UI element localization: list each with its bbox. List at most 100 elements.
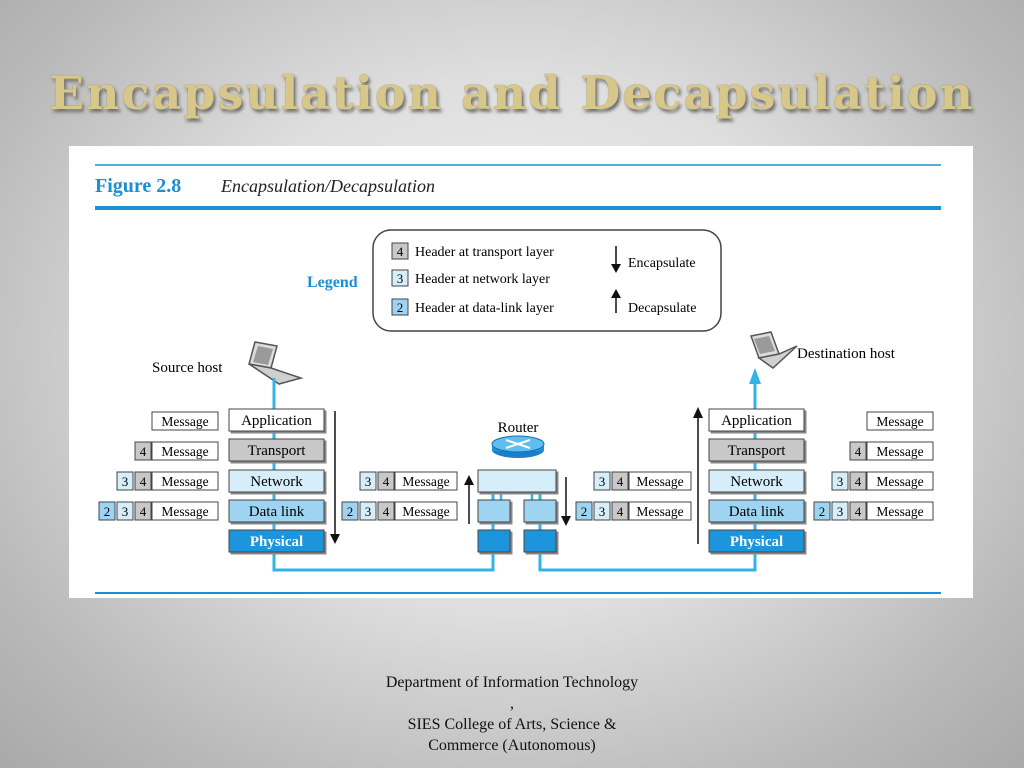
router-datalink-in: [477, 499, 511, 523]
destination-layer-transport: Transport: [708, 438, 805, 462]
destination-layer-stack: Application Transport Network Data link …: [708, 408, 805, 553]
legend-badge-4: [391, 242, 409, 260]
destination-layer-application: Application: [708, 408, 805, 432]
header-4: 4: [855, 474, 862, 489]
source-message-datalink: 2 3 4 Message: [98, 501, 219, 521]
layer-label: Physical: [730, 534, 783, 550]
header-2: 2: [581, 504, 588, 519]
source-layer-network: Network: [228, 469, 325, 493]
footer-line: ,: [510, 695, 514, 712]
message-text: Message: [636, 504, 683, 519]
legend-encapsulate: Encapsulate: [628, 256, 696, 271]
message-text: Message: [161, 414, 208, 429]
encapsulation-diagram: Figure 2.8 Encapsulation/Decapsulation L…: [95, 164, 941, 594]
figure-number: Figure 2.8: [95, 175, 181, 197]
footer-line: Department of Information Technology: [385, 674, 639, 691]
legend-badge-3-text: 3: [397, 271, 404, 286]
message-text: Message: [161, 444, 208, 459]
legend-decapsulate: Decapsulate: [628, 301, 696, 316]
header-4: 4: [617, 504, 624, 519]
delivery-arrow-icon: [749, 368, 761, 384]
source-layer-stack: Application Transport Network Data link …: [228, 408, 325, 553]
layer-label: Data link: [249, 504, 305, 520]
destination-message-transport: 4 Message: [849, 441, 934, 461]
destination-laptop-icon: [749, 331, 798, 369]
slide-title: Encapsulation and Decapsulation: [48, 66, 975, 120]
router-out-message-datalink: 2 3 4 Message: [575, 501, 692, 521]
header-4: 4: [855, 504, 862, 519]
router-datalink-out: [523, 499, 557, 523]
legend-box: [372, 229, 722, 332]
message-text: Message: [402, 474, 449, 489]
message-text: Message: [636, 474, 683, 489]
decapsulate-arrow-icon: [611, 289, 621, 313]
message-text: Message: [876, 414, 923, 429]
router-physical-out: [523, 529, 557, 553]
legend-item-text: Header at network layer: [415, 272, 550, 287]
destination-layer-physical: Physical: [708, 529, 805, 553]
header-2: 2: [819, 504, 826, 519]
source-message-transport: 4 Message: [134, 441, 219, 461]
layer-label: Network: [250, 474, 303, 490]
header-4: 4: [383, 504, 390, 519]
router-label: Router: [498, 420, 539, 436]
figure-caption: Encapsulation/Decapsulation: [220, 176, 435, 196]
router-down-arrow-icon: [561, 477, 571, 526]
source-laptop-icon: [248, 341, 304, 385]
header-3: 3: [837, 504, 844, 519]
layer-label: Network: [730, 474, 783, 490]
message-text: Message: [876, 444, 923, 459]
layer-label: Application: [721, 413, 792, 429]
destination-host-label: Destination host: [797, 346, 896, 362]
header-2: 2: [347, 504, 354, 519]
destination-layer-datalink: Data link: [708, 499, 805, 523]
header-4: 4: [383, 474, 390, 489]
router-in-message-datalink: 2 3 4 Message: [341, 501, 458, 521]
header-3: 3: [599, 504, 606, 519]
legend-badge-2: [391, 298, 409, 316]
destination-layer-network: Network: [708, 469, 805, 493]
message-text: Message: [161, 474, 208, 489]
legend-item-text: Header at transport layer: [415, 245, 554, 260]
figure-panel: Figure 2.8 Encapsulation/Decapsulation L…: [69, 146, 973, 598]
header-3: 3: [599, 474, 606, 489]
encapsulate-arrow-icon: [611, 246, 621, 273]
source-layer-transport: Transport: [228, 438, 325, 462]
header-3: 3: [837, 474, 844, 489]
legend-title: Legend: [307, 274, 358, 291]
legend-badge-2-text: 2: [397, 300, 404, 315]
layer-label: Data link: [729, 504, 785, 520]
source-host-label: Source host: [152, 360, 223, 376]
destination-decapsulate-arrow-icon: [693, 407, 703, 544]
destination-message-datalink: 2 3 4 Message: [813, 501, 934, 521]
message-text: Message: [161, 504, 208, 519]
legend-badge-3: [391, 269, 409, 287]
router-up-arrow-icon: [464, 475, 474, 524]
source-layer-application: Application: [228, 408, 325, 432]
source-layer-datalink: Data link: [228, 499, 325, 523]
router-network-layer: [477, 469, 557, 493]
legend-item-datalink: 2 Header at data-link layer: [391, 298, 554, 316]
router-layer-stack: [477, 469, 557, 553]
header-4: 4: [617, 474, 624, 489]
source-message-app: Message: [151, 411, 219, 431]
header-2: 2: [104, 504, 111, 519]
header-3: 3: [122, 504, 129, 519]
header-4: 4: [140, 504, 147, 519]
legend-badge-4-text: 4: [397, 244, 404, 259]
source-layer-physical: Physical: [228, 529, 325, 553]
router-icon: [491, 435, 545, 458]
header-3: 3: [365, 474, 372, 489]
layer-label: Application: [241, 413, 312, 429]
legend-item-network: 3 Header at network layer: [391, 269, 550, 287]
footer-line: SIES College of Arts, Science &: [407, 716, 617, 733]
layer-label: Physical: [250, 534, 303, 550]
source-encapsulate-arrow-icon: [330, 411, 340, 544]
message-text: Message: [876, 504, 923, 519]
slide-footer: Department of Information Technology , S…: [330, 672, 694, 756]
router-in-message-network: 3 4 Message: [359, 471, 458, 491]
header-4: 4: [855, 444, 862, 459]
header-4: 4: [140, 444, 147, 459]
destination-message-app: Message: [866, 411, 934, 431]
layer-label: Transport: [248, 443, 307, 459]
